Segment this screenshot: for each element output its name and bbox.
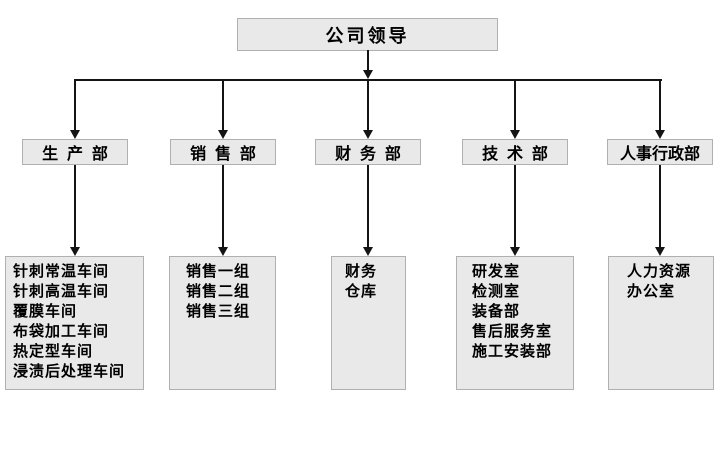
- arrowhead-hr-admin: [655, 130, 665, 139]
- unit-item: 热定型车间: [13, 343, 94, 360]
- unit-item: 针刺高温车间: [13, 283, 110, 300]
- unit-item: 仓库: [345, 283, 378, 300]
- unit-item: 办公室: [627, 283, 676, 300]
- connector-technology-to-units: [514, 165, 516, 248]
- connector-bus-horizontal: [74, 79, 662, 81]
- connector-bus-to-finance: [367, 81, 369, 131]
- arrowhead-root-to-bus: [363, 70, 373, 79]
- arrowhead-technology: [510, 130, 520, 139]
- connector-production-to-units: [74, 165, 76, 248]
- unit-item: 财务: [345, 263, 378, 280]
- dept-node-production: 生 产 部: [22, 139, 128, 165]
- dept-node-sales: 销 售 部: [170, 139, 276, 165]
- dept-node-technology: 技 术 部: [462, 139, 568, 165]
- arrowhead-hr-admin-units: [655, 247, 665, 256]
- unit-list-sales: 销售一组 销售二组 销售三组: [169, 256, 276, 390]
- connector-bus-to-technology: [514, 81, 516, 131]
- unit-list-technology: 研发室 检测室 装备部 售后服务室 施工安装部: [456, 256, 574, 390]
- connector-hr-admin-to-units: [659, 165, 661, 248]
- unit-item: 销售二组: [186, 283, 251, 300]
- connector-sales-to-units: [222, 165, 224, 248]
- unit-item: 施工安装部: [472, 343, 553, 360]
- unit-item: 针刺常温车间: [13, 263, 110, 280]
- unit-item: 销售三组: [186, 303, 251, 320]
- unit-item: 销售一组: [186, 263, 251, 280]
- unit-item: 覆膜车间: [13, 303, 78, 320]
- dept-node-hr-admin: 人事行政部: [607, 139, 713, 165]
- arrowhead-production-units: [70, 247, 80, 256]
- unit-item: 研发室: [472, 263, 521, 280]
- arrowhead-production: [70, 130, 80, 139]
- unit-item: 浸渍后处理车间: [13, 363, 126, 380]
- unit-item: 布袋加工车间: [13, 323, 110, 340]
- unit-list-finance: 财务 仓库: [331, 256, 406, 390]
- dept-node-finance: 财 务 部: [315, 139, 421, 165]
- arrowhead-sales: [218, 130, 228, 139]
- connector-bus-to-production: [74, 81, 76, 131]
- connector-finance-to-units: [367, 165, 369, 248]
- unit-list-hr-admin: 人力资源 办公室: [608, 256, 714, 390]
- connector-bus-to-sales: [222, 81, 224, 131]
- arrowhead-finance: [363, 130, 373, 139]
- arrowhead-sales-units: [218, 247, 228, 256]
- unit-item: 装备部: [472, 303, 521, 320]
- root-node-company-leadership: 公司领导: [237, 18, 498, 51]
- connector-root-vertical: [367, 50, 369, 73]
- unit-item: 检测室: [472, 283, 521, 300]
- arrowhead-finance-units: [363, 247, 373, 256]
- connector-bus-to-hr-admin: [659, 81, 661, 131]
- unit-item: 售后服务室: [472, 323, 553, 340]
- unit-list-production: 针刺常温车间 针刺高温车间 覆膜车间 布袋加工车间 热定型车间 浸渍后处理车间: [5, 256, 144, 390]
- arrowhead-technology-units: [510, 247, 520, 256]
- unit-item: 人力资源: [627, 263, 692, 280]
